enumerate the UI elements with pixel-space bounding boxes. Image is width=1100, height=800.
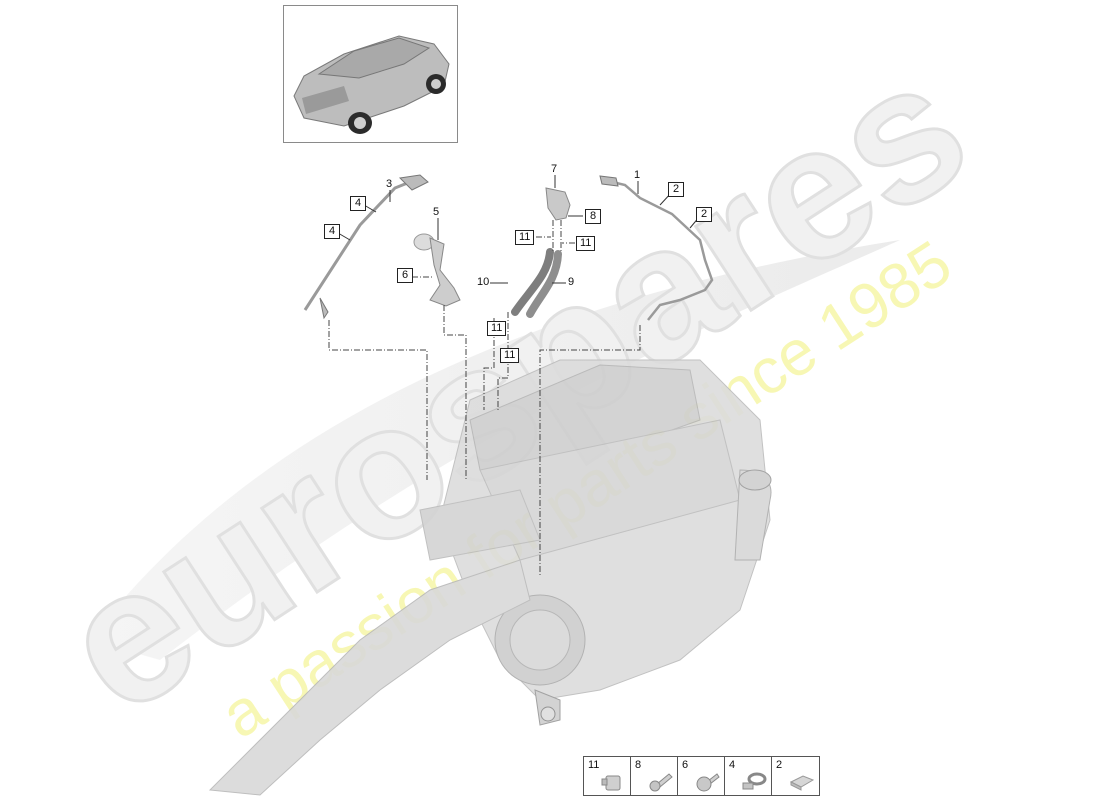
callout-11[interactable]: 11 [500, 348, 520, 363]
callout-8[interactable]: 8 [585, 209, 601, 224]
callout-3[interactable]: 3 [386, 178, 393, 190]
part-7-sensor [545, 187, 571, 221]
round-head-bolt-icon [696, 773, 720, 792]
part-9-10-hoses [511, 248, 562, 318]
callout-11[interactable]: 11 [515, 230, 535, 245]
part-3-oxygen-sensor [303, 174, 429, 320]
callout-10[interactable]: 10 [477, 276, 490, 288]
vehicle-thumbnail [283, 5, 458, 143]
callout-11[interactable]: 11 [487, 321, 507, 336]
callout-7[interactable]: 7 [551, 163, 558, 175]
car-icon [293, 35, 450, 134]
callout-4[interactable]: 4 [324, 224, 340, 239]
parts-legend: 11 8 6 4 2 [583, 756, 820, 796]
engine-assembly [208, 359, 772, 796]
leader-lines [328, 220, 641, 575]
bolt-icon [649, 773, 673, 792]
legend-number: 4 [729, 759, 736, 771]
callout-5[interactable]: 5 [433, 206, 440, 218]
callout-2[interactable]: 2 [668, 182, 684, 197]
legend-item-6[interactable]: 6 [678, 757, 725, 795]
legend-item-8[interactable]: 8 [631, 757, 678, 795]
legend-item-2[interactable]: 2 [772, 757, 819, 795]
legend-number: 8 [635, 759, 642, 771]
callout-11[interactable]: 11 [576, 236, 596, 251]
callout-2[interactable]: 2 [696, 207, 712, 222]
legend-item-11[interactable]: 11 [584, 757, 631, 795]
cable-clip-icon [742, 772, 767, 790]
legend-number: 6 [682, 759, 689, 771]
cable-holder-icon [789, 775, 815, 791]
legend-number: 2 [776, 759, 783, 771]
callout-4[interactable]: 4 [350, 196, 366, 211]
part-5-bracket [413, 233, 461, 307]
part-1-oxygen-sensor [599, 175, 714, 321]
hose-clamp-icon [601, 775, 621, 791]
legend-item-4[interactable]: 4 [725, 757, 772, 795]
legend-number: 11 [588, 759, 600, 771]
callout-1[interactable]: 1 [634, 169, 641, 181]
callout-9[interactable]: 9 [568, 276, 575, 288]
callout-6[interactable]: 6 [397, 268, 413, 283]
